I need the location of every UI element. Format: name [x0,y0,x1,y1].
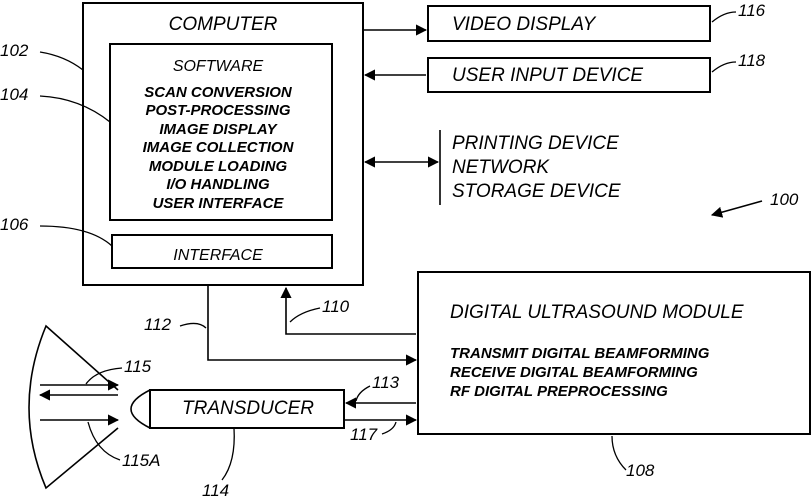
software-title: SOFTWARE [173,58,264,75]
ref-104: 104 [0,85,28,104]
lead-115a [88,422,120,460]
ultrasound-item-transmit: TRANSMIT DIGITAL BEAMFORMING [450,345,710,362]
ultrasound-item-receive: RECEIVE DIGITAL BEAMFORMING [450,364,698,381]
ref-116: 116 [738,1,766,20]
ref-113: 113 [372,373,400,392]
arrow-module-to-computer [286,288,416,334]
lead-110 [290,308,320,322]
lead-102 [40,52,83,70]
peripheral-storage-device: STORAGE DEVICE [452,181,621,202]
lead-113 [356,386,370,401]
ref-112: 112 [144,315,172,334]
lead-108 [612,436,626,470]
computer-title: COMPUTER [169,14,278,35]
user-input-device-label: USER INPUT DEVICE [452,65,643,86]
lead-115 [86,368,122,384]
software-item-post-processing: POST-PROCESSING [145,102,290,119]
software-item-image-display: IMAGE DISPLAY [159,121,278,138]
lead-114 [222,428,234,480]
ref-114: 114 [202,481,229,499]
lead-117 [382,422,396,434]
ref-118: 118 [738,51,766,70]
ref-115: 115 [124,357,152,376]
peripheral-printing-device: PRINTING DEVICE [452,133,619,154]
interface-label: INTERFACE [173,247,263,264]
ref-108: 108 [626,461,655,480]
software-item-io-handling: I/O HANDLING [166,176,270,193]
scan-sector [29,326,118,488]
transducer-head [131,390,150,428]
ref-110: 110 [322,297,350,316]
video-display-label: VIDEO DISPLAY [452,14,597,35]
ref-115a: 115A [122,451,160,470]
software-item-user-interface: USER INTERFACE [153,195,285,212]
software-item-module-loading: MODULE LOADING [149,158,288,175]
peripheral-network: NETWORK [452,157,550,178]
ref-106: 106 [0,215,29,234]
arrow-computer-to-module [208,286,416,360]
ref-102: 102 [0,41,29,60]
ultrasound-item-rf-preprocessing: RF DIGITAL PREPROCESSING [450,383,668,400]
lead-118 [712,62,736,72]
ref-100: 100 [770,190,799,209]
software-item-image-collection: IMAGE COLLECTION [143,139,295,156]
transducer-label: TRANSDUCER [182,398,314,419]
lead-112 [180,323,206,328]
software-item-scan-conversion: SCAN CONVERSION [144,84,293,101]
ultrasound-module-title: DIGITAL ULTRASOUND MODULE [450,302,744,323]
lead-116 [712,12,736,22]
ref-117: 117 [350,425,378,444]
arrow-100 [712,201,762,215]
